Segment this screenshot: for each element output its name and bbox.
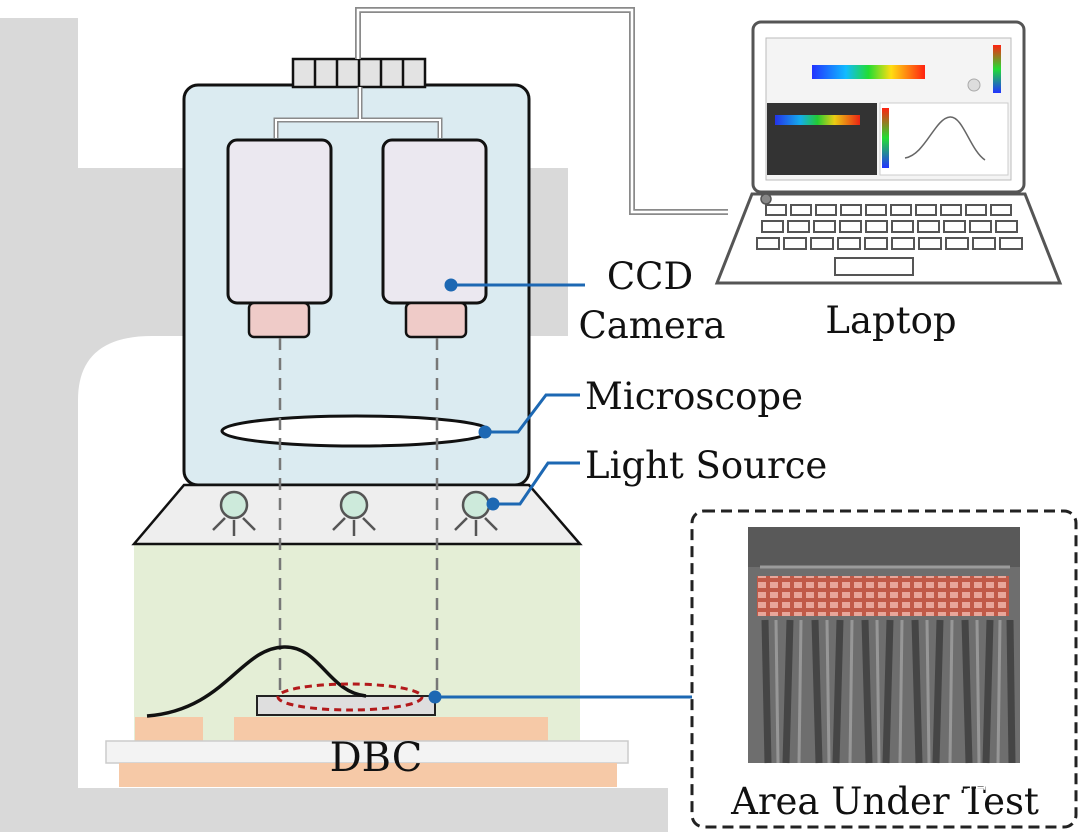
ccd-camera-right	[381, 138, 488, 305]
laptop-keys	[756, 204, 1023, 250]
screen-icon	[967, 78, 981, 92]
microscope-callout	[478, 393, 580, 439]
area-under-test-label: Area Under Test	[730, 780, 1039, 823]
light-source-label: Light Source	[585, 444, 827, 487]
screen-strain-map	[812, 65, 925, 79]
inset-photo	[748, 527, 1020, 764]
screen-colorbar	[993, 45, 1001, 93]
wechat-icon	[903, 768, 940, 796]
camera-lens-left	[247, 301, 311, 339]
ccd-camera-left	[226, 138, 333, 305]
measurement-region-ellipse	[276, 682, 424, 712]
copper-pad-left	[135, 717, 203, 741]
intensity-curve	[146, 645, 367, 718]
laptop-keyboard-base	[714, 192, 1063, 285]
area-under-test-callout	[428, 690, 694, 704]
microscope-label: Microscope	[585, 375, 803, 418]
chip	[256, 695, 436, 716]
ccd-camera-label-line1: CCD	[607, 255, 693, 298]
light-bulb-center	[332, 490, 376, 536]
screen-plot-curve	[904, 116, 986, 161]
copper-pad-right	[234, 717, 548, 741]
camera-lens-right	[404, 301, 468, 339]
ccd-camera-label-line2: Camera	[578, 304, 725, 347]
ccd-camera-callout	[444, 278, 585, 292]
screen-image-pane	[767, 103, 877, 175]
connector	[291, 57, 427, 89]
screen-plot-pane	[879, 102, 1009, 176]
light-source-callout	[486, 461, 580, 511]
laptop-port	[760, 193, 772, 205]
speckle-pattern-region	[757, 576, 1009, 616]
laptop-label: Laptop	[825, 299, 956, 342]
dbc-label: DBC	[330, 735, 423, 781]
microscope-lens	[220, 414, 492, 448]
light-bulb-left	[212, 490, 256, 536]
camera-wiring	[273, 87, 443, 138]
laptop	[714, 20, 1063, 285]
data-cable	[355, 7, 728, 215]
copper-bottom	[119, 763, 617, 787]
watermark-text: 新拓三维	[945, 769, 1029, 793]
wechat-watermark: 新拓三维	[903, 768, 1029, 796]
laptop-touchpad	[834, 257, 914, 276]
